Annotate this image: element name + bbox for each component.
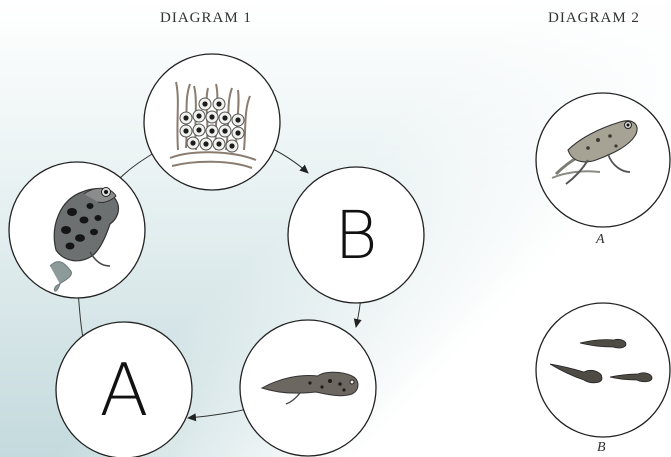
option-circle-b [536, 303, 670, 437]
stage-label-a: A [99, 348, 148, 432]
option-circle-a [536, 93, 670, 227]
option-caption-a: A [596, 232, 605, 248]
option-caption-b: B [597, 440, 606, 456]
stage-label-b: B [334, 197, 377, 274]
